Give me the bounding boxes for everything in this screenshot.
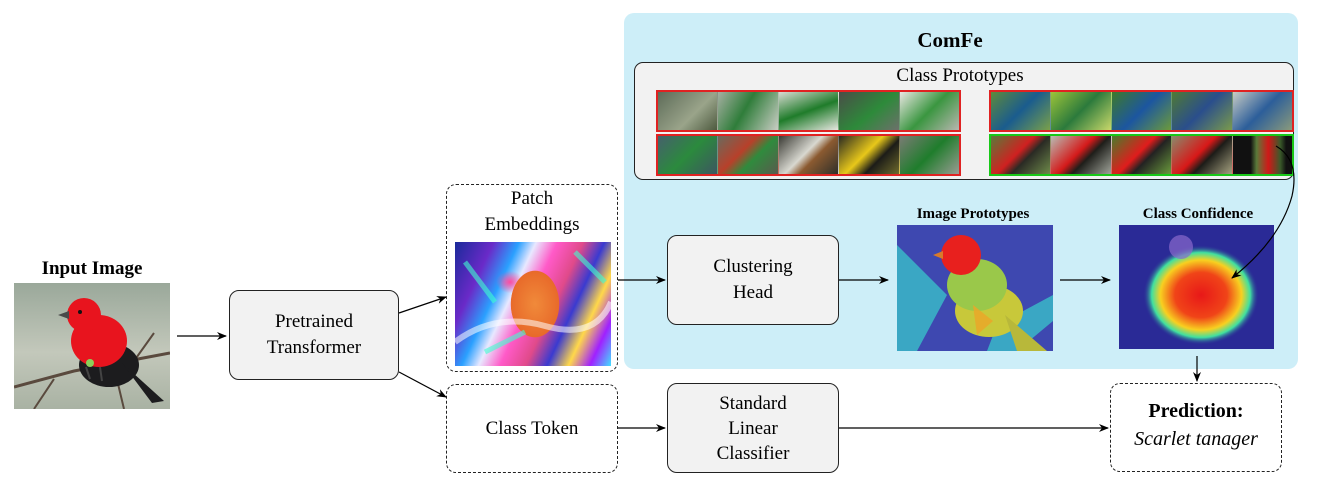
pretrained-line1: Pretrained (274, 311, 354, 332)
prototype-thumbnail (839, 92, 900, 130)
prototype-thumbnail (991, 92, 1052, 130)
prototype-thumbnail (1051, 92, 1112, 130)
prototype-strip-left-top (656, 90, 961, 132)
patch-embeddings-title-line1: Patch (510, 188, 554, 209)
input-image-title: Input Image (41, 258, 143, 279)
prototype-thumbnail (1232, 92, 1293, 130)
prototype-thumbnail (1172, 136, 1233, 174)
clustering-head-box: Clustering Head (667, 235, 839, 325)
patch-embeddings-title-line2: Embeddings (484, 214, 580, 235)
input-bird-image (14, 283, 170, 409)
prototype-thumbnail (658, 136, 719, 174)
prototype-thumbnail (778, 92, 840, 130)
prototype-thumbnail (658, 92, 719, 130)
pretrained-line2: Transformer (266, 337, 362, 358)
prototype-thumbnail (1232, 136, 1293, 174)
class-confidence-heatmap (1119, 225, 1274, 349)
prototype-strip-right-top (989, 90, 1294, 132)
class-confidence-title: Class Confidence (1142, 206, 1254, 222)
classifier-line3: Classifier (716, 442, 790, 464)
classifier-line1: Standard (719, 392, 787, 414)
prototype-thumbnail (1111, 92, 1173, 130)
prediction-box (1110, 383, 1282, 472)
clustering-line1: Clustering (713, 256, 793, 277)
prototype-thumbnail (991, 136, 1052, 174)
prototype-strip-left-bottom (656, 134, 961, 176)
patch-embeddings-image (455, 242, 611, 366)
arrow-transformer-to-token (398, 371, 447, 398)
prototype-thumbnail (899, 136, 960, 174)
prediction-label: Prediction: (1148, 400, 1244, 422)
clustering-line2: Head (732, 282, 774, 303)
class-prototypes-title: Class Prototypes (896, 65, 1024, 86)
comfe-title: ComFe (917, 28, 983, 52)
arrow-transformer-to-patch (398, 296, 447, 314)
class-token-box: Class Token (446, 384, 618, 473)
pretrained-transformer-box: Pretrained Transformer (229, 290, 399, 380)
classifier-line2: Linear (728, 417, 778, 439)
prototype-thumbnail (1172, 92, 1233, 130)
arrow-prototype-to-confidence (1231, 145, 1295, 279)
image-prototypes-title: Image Prototypes (916, 206, 1030, 222)
prototype-thumbnail (1111, 136, 1173, 174)
prediction-value: Scarlet tanager (1134, 428, 1258, 450)
patch-embeddings-container (446, 184, 618, 372)
class-token-label: Class Token (485, 417, 579, 439)
prototype-strip-right-bottom (989, 134, 1294, 176)
prototype-thumbnail (899, 92, 960, 130)
prototype-thumbnail (1051, 136, 1112, 174)
image-prototypes-image (897, 225, 1053, 351)
prototype-thumbnail (718, 92, 779, 130)
prototype-thumbnail (839, 136, 900, 174)
linear-classifier-box: Standard Linear Classifier (667, 383, 839, 473)
prototype-thumbnail (778, 136, 840, 174)
prototype-thumbnail (718, 136, 779, 174)
